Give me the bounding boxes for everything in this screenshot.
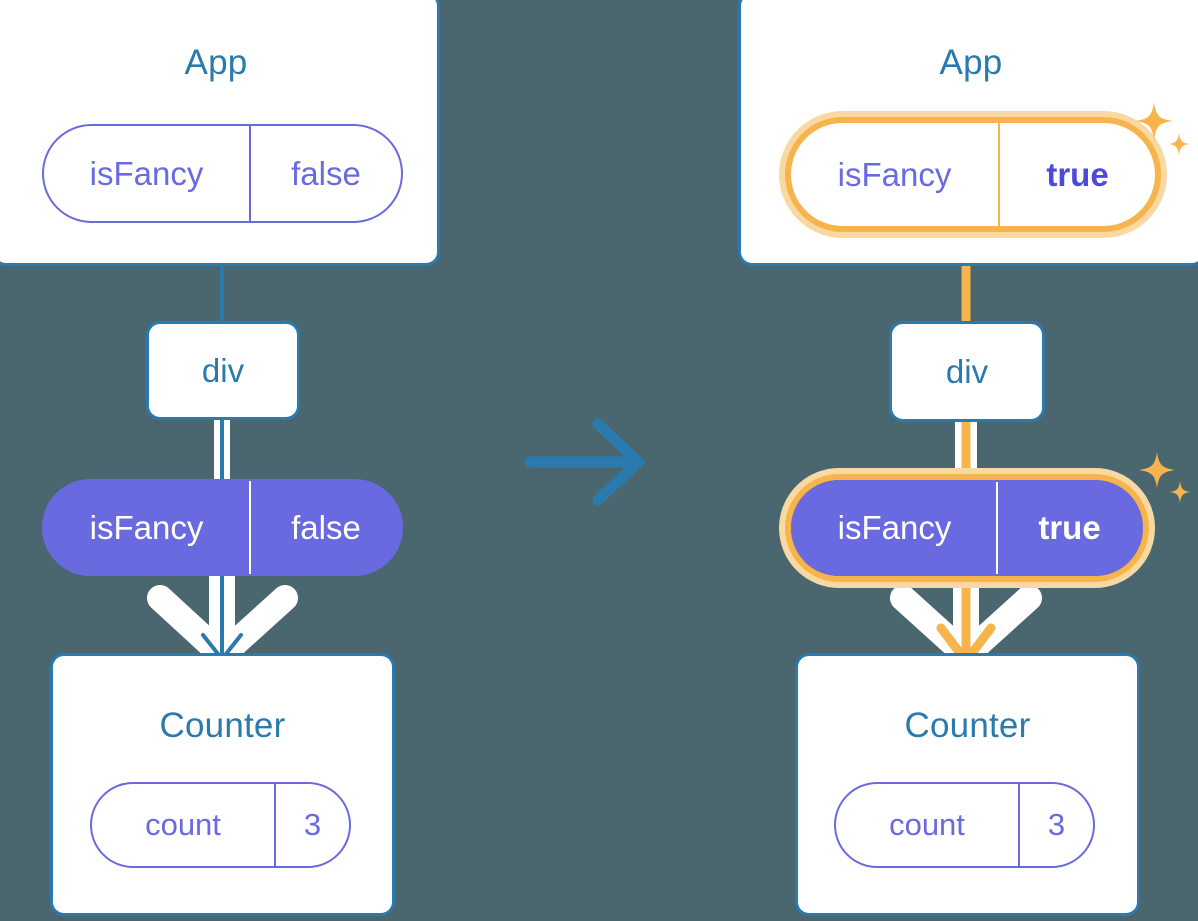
prop-pill-ring-after [785,474,1149,582]
arrow-right-icon [524,418,646,506]
app-state-pill-name-after: isFancy [837,155,952,193]
prop-pill-glow-after [779,468,1155,588]
prop-pill-name-after: isFancy [837,509,952,546]
app-state-pill-glow-after [779,111,1167,238]
counter-state-pill-value-after: 3 [1018,784,1093,866]
div-card-label-before: div [201,352,245,389]
app-state-pill-value-after: true [998,123,1155,226]
sparkle-large-icon [1135,102,1173,140]
prop-pill-name-before: isFancy [89,508,204,546]
prop-pill-value-before: false [249,481,401,574]
app-state-pill-value-before: false [249,126,401,221]
prop-pill-after: isFancy true [791,480,1143,576]
div-card-before [146,321,300,420]
app-state-pill-before: isFancy false [42,124,403,223]
counter-state-pill-name-after: count [889,807,965,842]
sparkle-small-icon [1169,133,1189,155]
app-state-pill-after: isFancy true [789,121,1157,228]
app-card-title-after: App [939,43,1003,82]
counter-state-pill-name-before: count [145,807,221,842]
sparkle-group-prop-after [1139,452,1190,503]
sparkle-large-icon [1139,452,1175,488]
counter-state-pill-value-before: 3 [274,784,349,866]
app-state-pill-name-before: isFancy [89,154,204,192]
counter-state-pill-before: count 3 [90,782,351,868]
div-card-label-after: div [945,353,989,390]
app-card-title-before: App [184,43,248,82]
prop-pill-value-after: true [996,482,1141,574]
counter-card-title-after: Counter [904,706,1031,745]
sparkle-group-app-after [1135,102,1189,155]
counter-state-pill-after: count 3 [834,782,1095,868]
counter-card-title-before: Counter [159,706,286,745]
sparkle-small-icon [1170,481,1190,503]
prop-pill-before: isFancy false [42,479,403,576]
div-card-after [889,321,1045,422]
app-state-pill-ring-after [785,117,1161,232]
